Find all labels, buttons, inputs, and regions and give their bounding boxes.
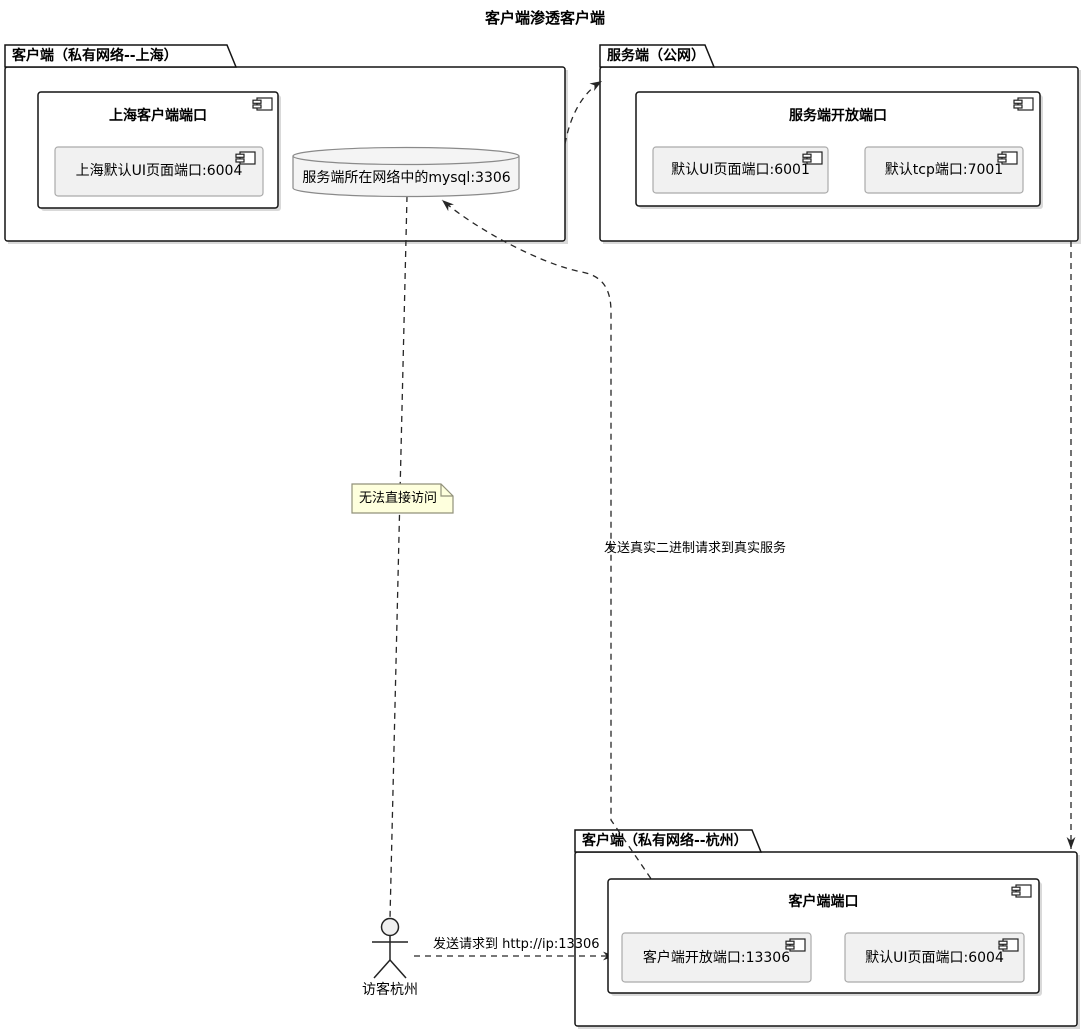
package-shanghai-tab <box>4 44 238 68</box>
database-mysql-label: 服务端所在网络中的mysql:3306 <box>302 170 511 186</box>
package-server-tab <box>599 44 716 68</box>
package-hangzhou-tab <box>574 829 763 853</box>
component-hangzhou-open-label: 客户端开放端口:13306 <box>642 950 791 966</box>
edge-shanghai-to-server <box>564 80 603 145</box>
component-hangzhou-ui-port <box>844 932 1025 983</box>
database-mysql-cylinder <box>292 146 520 198</box>
package-server-label: 服务端（公网） <box>607 48 705 64</box>
note-text: 无法直接访问 <box>358 491 437 506</box>
component-hangzhou-open-port <box>621 932 812 983</box>
note-box <box>351 483 454 514</box>
edge-binary-request-label: 发送真实二进制请求到真实服务 <box>604 541 787 556</box>
actor-visitor-figure <box>372 917 408 979</box>
component-hangzhou-port-title: 客户端端口 <box>788 894 859 910</box>
component-shanghai-port-title: 上海客户端端口 <box>109 108 207 124</box>
edge-openport-to-mysql <box>441 199 689 934</box>
actor-visitor-label: 访客杭州 <box>362 982 418 998</box>
edge-mysql-to-visitor <box>389 195 408 919</box>
component-server-tcp-label: 默认tcp端口:7001 <box>884 162 1004 178</box>
diagram-title: 客户端渗透客户端 <box>484 9 605 27</box>
package-hangzhou-label: 客户端（私有网络--杭州） <box>582 833 748 849</box>
component-shanghai-ui-port <box>54 146 264 197</box>
component-shanghai-ui-label: 上海默认UI页面端口:6004 <box>75 163 243 179</box>
component-hangzhou-ui-label: 默认UI页面端口:6004 <box>865 950 1004 966</box>
component-server-ui-port <box>652 146 829 194</box>
component-server-port-title: 服务端开放端口 <box>789 108 887 124</box>
component-server-ui-label: 默认UI页面端口:6001 <box>671 162 810 178</box>
component-server-tcp-port <box>864 146 1024 194</box>
edge-visitor-request-label: 发送请求到 http://ip:13306 <box>433 937 600 952</box>
package-shanghai-label: 客户端（私有网络--上海） <box>12 48 178 64</box>
